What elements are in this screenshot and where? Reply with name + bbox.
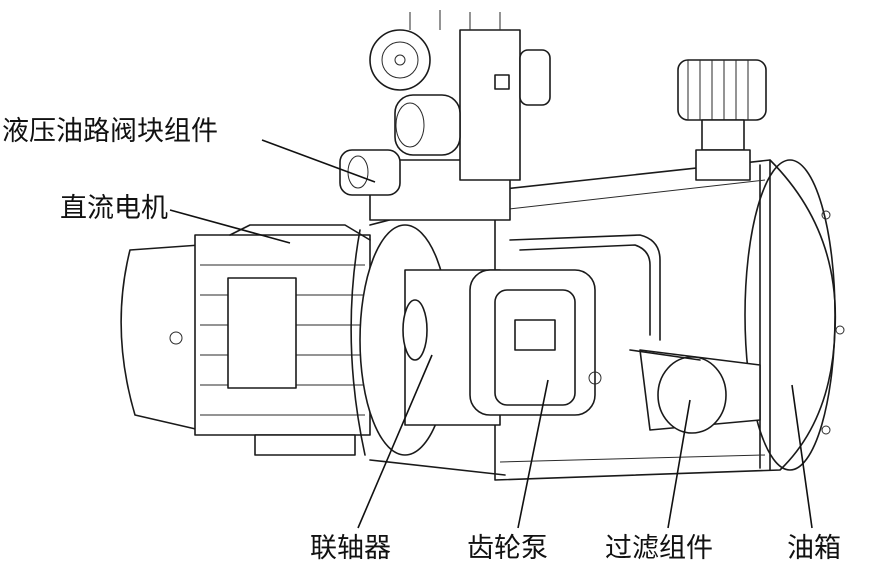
gear-pump-shape xyxy=(469,234,661,416)
label-gear-pump: 齿轮泵 xyxy=(467,533,548,564)
leader-filter xyxy=(667,399,691,529)
label-filter-assembly: 过滤组件 xyxy=(605,533,713,564)
label-coupling: 联轴器 xyxy=(310,533,391,564)
label-oil-tank: 油箱 xyxy=(787,533,841,564)
valve-block-shape xyxy=(339,10,551,221)
filter-shape xyxy=(629,349,761,434)
label-dc-motor: 直流电机 xyxy=(60,193,168,224)
leader-coupling xyxy=(357,354,433,529)
label-hydraulic-valve-block: 液压油路阀块组件 xyxy=(2,116,218,147)
leader-valve-block xyxy=(261,139,376,183)
leader-dc-motor xyxy=(169,209,291,244)
leader-gear-pump xyxy=(517,379,549,529)
leader-lines xyxy=(169,139,813,529)
breather-cap-shape xyxy=(677,59,767,181)
leader-oil-tank xyxy=(791,384,813,529)
dc-motor-shape xyxy=(120,224,371,456)
